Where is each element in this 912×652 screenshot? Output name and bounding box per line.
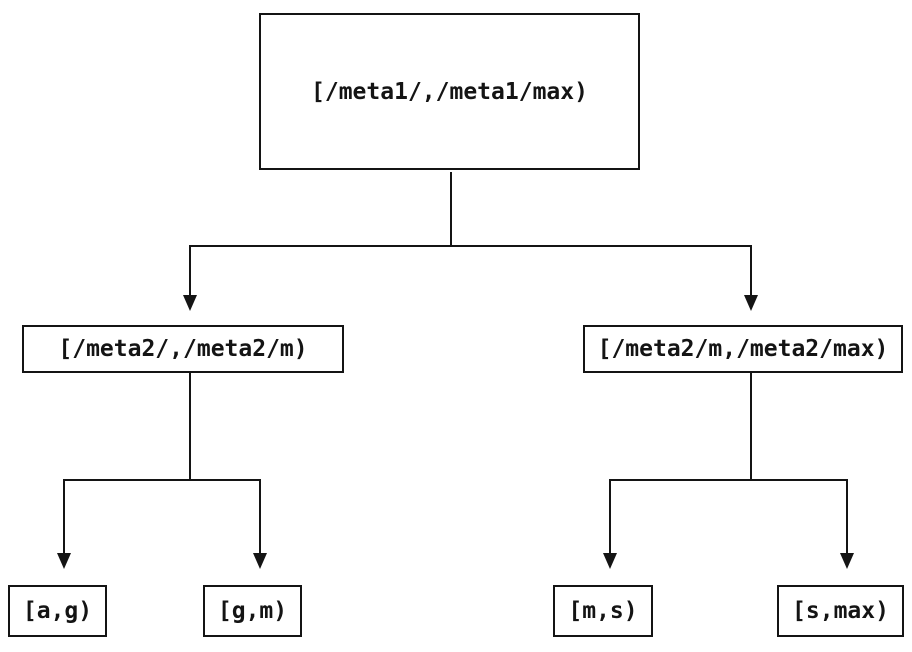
arrow-down-icon (57, 553, 71, 569)
node-leaf-smax: [s,max) (777, 585, 904, 637)
node-leaf-ag: [a,g) (8, 585, 107, 637)
edge-meta2-right-stem (750, 373, 752, 480)
arrow-down-icon (744, 295, 758, 311)
node-root-range: [/meta1/,/meta1/max) (259, 13, 640, 170)
node-leaf-gm: [g,m) (203, 585, 302, 637)
edge-left-leaves-bar (63, 479, 261, 481)
edge-to-leaf-ag-drop (63, 479, 65, 554)
node-meta2-left-range: [/meta2/,/meta2/m) (22, 325, 344, 373)
arrow-down-icon (183, 295, 197, 311)
edge-root-stem (450, 172, 452, 246)
arrow-down-icon (253, 553, 267, 569)
arrow-down-icon (603, 553, 617, 569)
node-meta2-right-range: [/meta2/m,/meta2/max) (583, 325, 903, 373)
edge-right-leaves-bar (609, 479, 848, 481)
node-leaf-ms: [m,s) (553, 585, 653, 637)
arrow-down-icon (840, 553, 854, 569)
edge-root-to-right-drop (750, 245, 752, 296)
edge-meta2-left-stem (189, 373, 191, 480)
edge-to-leaf-smax-drop (846, 479, 848, 554)
edge-to-leaf-gm-drop (259, 479, 261, 554)
edge-to-leaf-ms-drop (609, 479, 611, 554)
edge-root-to-left-drop (189, 245, 191, 296)
edge-level1-bar (189, 245, 752, 247)
